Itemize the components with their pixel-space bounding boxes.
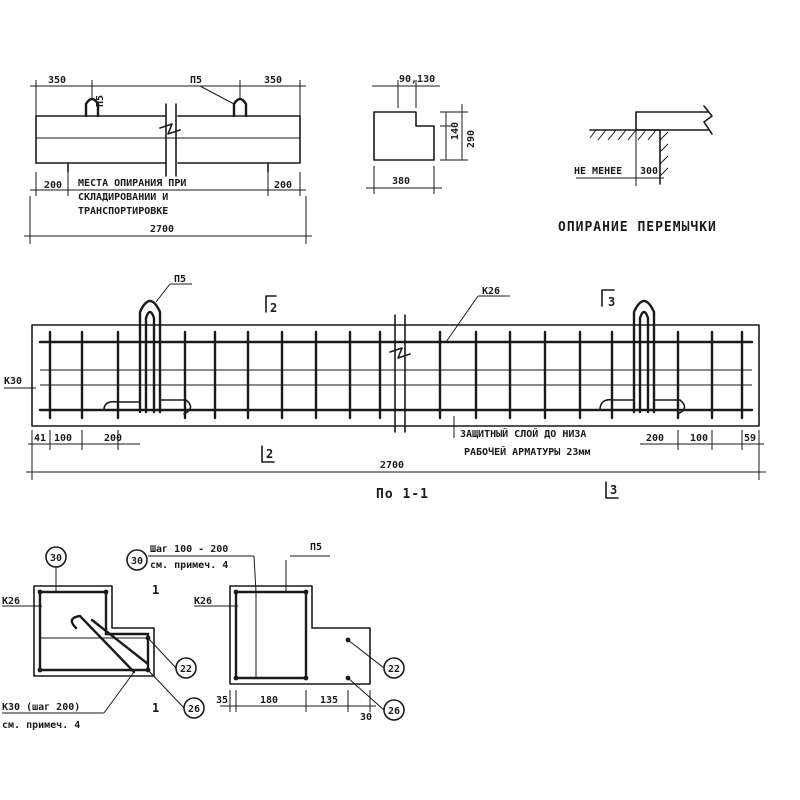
cut-mark-top-3: 3 xyxy=(608,295,615,309)
stirrups xyxy=(48,330,744,420)
support-title: ОПИРАНИЕ ПЕРЕМЫЧКИ xyxy=(558,220,717,235)
dim-41: 41 xyxy=(34,433,46,444)
total-length-reinforcement: 2700 xyxy=(380,460,404,471)
section-2-2: 30 К26 22 26 К30 (шаг 200) см. примеч. 4… xyxy=(2,546,205,731)
section-dim-290: 290 xyxy=(466,130,477,148)
dim-180: 180 xyxy=(260,695,278,706)
dim-200-right: 200 xyxy=(646,433,664,444)
lintel-elevation: П5 350 350 П5 200 200 МЕСТА ОПИРАНИЯ ПРИ… xyxy=(24,75,312,244)
dim-30: 30 xyxy=(360,712,372,723)
dim-left-350: 350 xyxy=(48,75,66,86)
cover-note-2: РАБОЧЕЙ АРМАТУРЫ 23мм xyxy=(464,445,590,458)
cut-mark-bottom-2: 2 xyxy=(266,447,273,461)
support-note-1: МЕСТА ОПИРАНИЯ ПРИ xyxy=(78,178,186,189)
total-length-top: 2700 xyxy=(150,224,174,235)
dim-59: 59 xyxy=(744,433,756,444)
dim-100-left: 100 xyxy=(54,433,72,444)
mid-note-1: Шаг 100 - 200 xyxy=(150,544,228,555)
cut-mark-top-2: 2 xyxy=(270,301,277,315)
cut-mark-bottom-3: 3 xyxy=(610,483,617,497)
cage-label-k30: К30 xyxy=(4,376,22,387)
left-note-2: см. примеч. 4 xyxy=(2,720,80,731)
dim-135: 135 xyxy=(320,695,338,706)
svg-text:П5: П5 xyxy=(95,95,106,107)
callout-22-left: 22 xyxy=(180,664,192,675)
mid-note-2: см. примеч. 4 xyxy=(150,560,228,571)
callout-30-mid: 30 xyxy=(131,556,143,567)
dim-100-right: 100 xyxy=(690,433,708,444)
section-dim-140: 140 xyxy=(450,122,461,140)
callout-22-right: 22 xyxy=(388,664,400,675)
callout-30-left: 30 xyxy=(50,553,62,564)
section-caption: По 1-1 xyxy=(376,487,429,502)
support-left-200: 200 xyxy=(44,180,62,191)
callout-26-left: 26 xyxy=(188,704,200,715)
loop-label-top: П5 xyxy=(190,75,202,86)
reinforcement-elevation: П5 К26 К30 2 3 2 3 ЗАЩИТНЫЙ СЛОЙ ДО НИЗА… xyxy=(4,274,766,502)
section-3-3: 30 Шаг 100 - 200 см. примеч. 4 П5 К26 22… xyxy=(126,542,405,723)
support-detail: НЕ МЕНЕЕ 300 ОПИРАНИЕ ПЕРЕМЫЧКИ xyxy=(558,105,717,235)
loop-label-section: П5 xyxy=(310,542,322,553)
dim-200-left: 200 xyxy=(104,433,122,444)
lintel-cross-section: 90,130 140 290 380 xyxy=(366,74,477,194)
support-value: 300 xyxy=(640,166,658,177)
section-dim-380: 380 xyxy=(392,176,410,187)
loop-label-elevation: П5 xyxy=(174,274,186,285)
callout-26-right: 26 xyxy=(388,706,400,717)
support-note-2: СКЛАДИРОВАНИИ И xyxy=(78,192,168,203)
left-note-1: К30 (шаг 200) xyxy=(2,702,80,713)
cut-mark-1-top: 1 xyxy=(152,583,159,597)
cut-mark-1-bottom: 1 xyxy=(152,701,159,715)
cage-label-left-k26: К26 xyxy=(2,596,20,607)
cage-label-k26: К26 xyxy=(482,286,500,297)
cage-label-right-k26: К26 xyxy=(194,596,212,607)
dim-35: 35 xyxy=(216,695,228,706)
section-dim-top: 90,130 xyxy=(399,74,435,85)
support-right-200: 200 xyxy=(274,180,292,191)
support-note-3: ТРАНСПОРТИРОВКЕ xyxy=(78,206,168,217)
dim-right-350: 350 xyxy=(264,75,282,86)
support-note: НЕ МЕНЕЕ xyxy=(574,166,622,177)
cover-note-1: ЗАЩИТНЫЙ СЛОЙ ДО НИЗА xyxy=(460,427,586,440)
